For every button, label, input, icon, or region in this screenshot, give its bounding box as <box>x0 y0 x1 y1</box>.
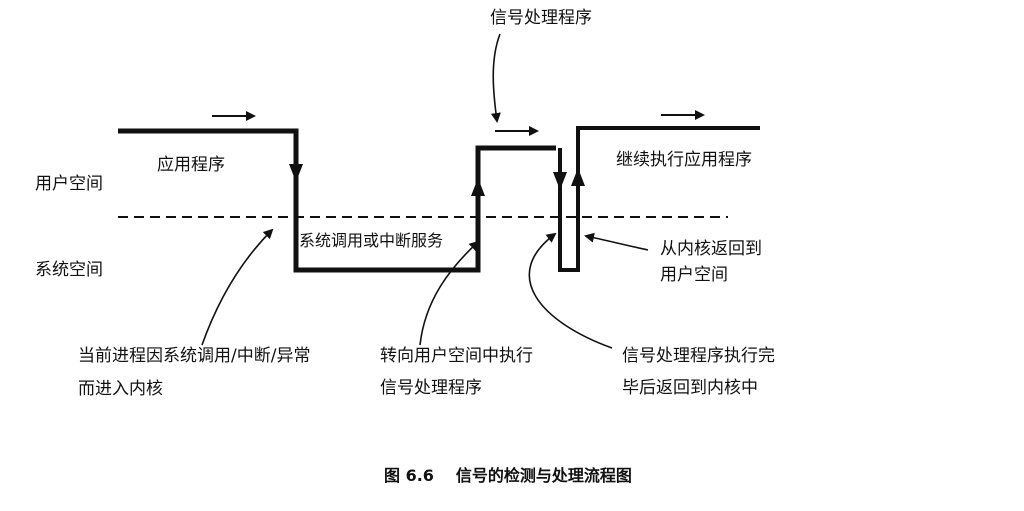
pointer-handler-done <box>528 232 613 349</box>
label-app-program: 应用程序 <box>157 155 225 175</box>
execution-path-app <box>118 128 556 273</box>
up-arrowhead-to-handler <box>471 178 485 196</box>
label-enter-kernel-1: 当前进程因系统调用/中断/异常 <box>78 346 311 366</box>
label-syscall-service: 系统调用或中断服务 <box>299 231 444 250</box>
label-user-space: 用户空间 <box>35 174 103 194</box>
up-arrowhead-to-user <box>571 168 585 186</box>
pointer-signal-handler <box>490 33 501 123</box>
label-handler-done-1: 信号处理程序执行完 <box>622 346 775 366</box>
figure-caption: 图 6.6 信号的检测与处理流程图 <box>384 462 632 486</box>
label-turn-to-user-1: 转向用户空间中执行 <box>380 346 533 366</box>
label-signal-handler-top: 信号处理程序 <box>490 8 592 28</box>
label-handler-done-2: 毕后返回到内核中 <box>622 378 758 398</box>
label-return-to-user-2: 用户空间 <box>660 265 728 285</box>
label-kernel-space: 系统空间 <box>35 260 103 280</box>
pointer-enter-kernel <box>201 228 274 346</box>
label-enter-kernel-2: 而进入内核 <box>78 379 163 399</box>
down-arrowhead-enter-kernel <box>289 164 303 182</box>
label-return-to-user-1: 从内核返回到 <box>660 239 762 259</box>
pointer-return-to-user <box>584 232 649 251</box>
label-continue-app: 继续执行应用程序 <box>616 150 752 170</box>
figure-number: 图 6.6 <box>384 466 434 485</box>
label-turn-to-user-2: 信号处理程序 <box>380 378 482 398</box>
down-arrowhead-handler-return <box>553 172 567 190</box>
pointer-turn-to-user <box>419 240 480 346</box>
execution-path-return <box>558 126 760 272</box>
figure-title: 信号的检测与处理流程图 <box>455 466 632 485</box>
